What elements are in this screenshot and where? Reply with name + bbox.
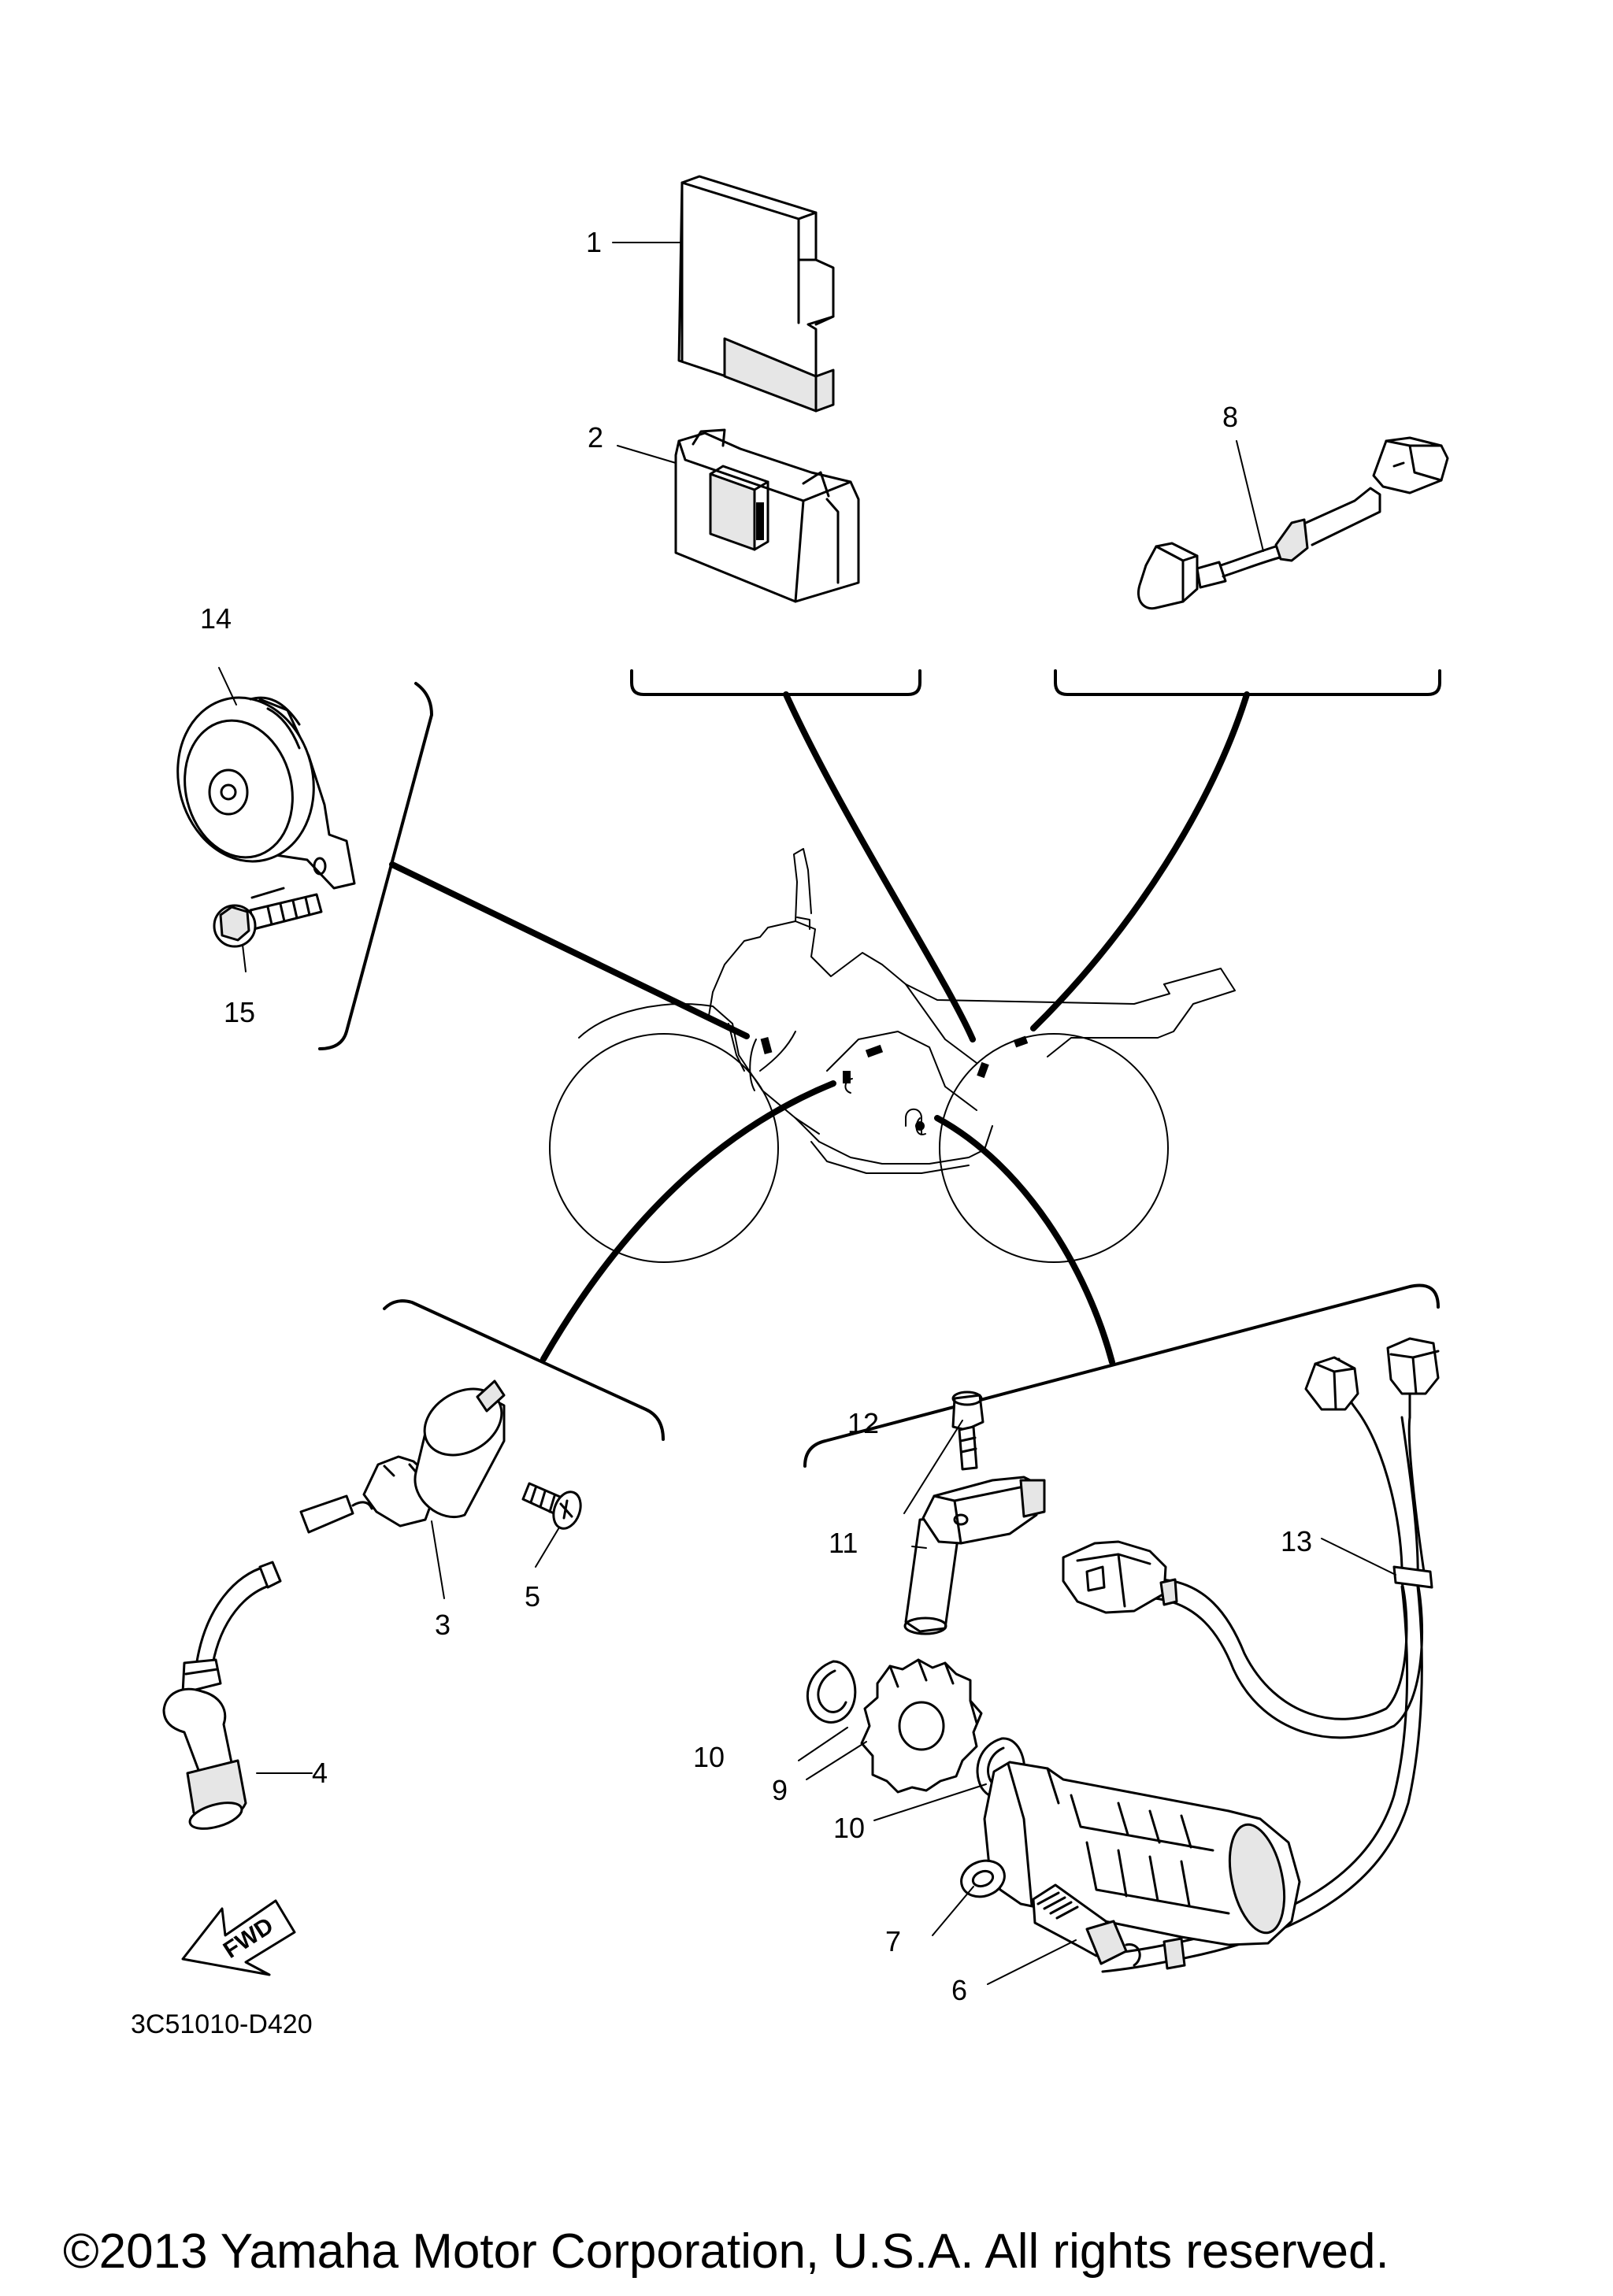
drawing-code: 3C51010-D420: [131, 2009, 313, 2039]
part-bolt-12: [951, 1391, 984, 1471]
callout-3: 3: [435, 1609, 451, 1641]
callout-11: 11: [829, 1527, 858, 1559]
callout-12: 12: [847, 1407, 879, 1439]
part-horn: [176, 696, 356, 890]
callout-2: 2: [588, 421, 603, 454]
callout-8: 8: [1222, 401, 1238, 433]
part-speed-sensor: [903, 1476, 1046, 1635]
callout-1: 1: [586, 226, 602, 258]
copyright-notice: ©2013 Yamaha Motor Corporation, U.S.A. A…: [63, 2224, 1389, 2279]
callout-14: 14: [200, 602, 232, 635]
callout-numbers: 1 2 8 14 15 3 5 4 12 11 13 10 9 10 7 6: [200, 226, 1312, 2006]
group-brackets: [318, 669, 1441, 1468]
fwd-arrow-icon: FWD: [181, 1899, 296, 1976]
callout-9: 9: [772, 1774, 788, 1806]
part-sensor-lead: [1137, 436, 1449, 610]
part-ecu-holder: [674, 428, 860, 603]
shaft-reference: [983, 1761, 1301, 1946]
callout-15: 15: [224, 996, 255, 1028]
callout-13: 13: [1281, 1525, 1312, 1557]
part-ignition-coil: [299, 1379, 506, 1534]
callout-5: 5: [525, 1580, 540, 1613]
callout-4: 4: [312, 1757, 328, 1789]
part-wire-harness: [1062, 1337, 1440, 1973]
part-bolt-15: [213, 887, 323, 948]
part-ecu: [677, 175, 835, 413]
part-screw-5: [521, 1482, 582, 1530]
callout-10-upper: 10: [693, 1741, 725, 1773]
callout-7: 7: [885, 1925, 901, 1957]
part-sensor-rotor: [860, 1658, 983, 1794]
callout-6: 6: [951, 1974, 967, 2006]
part-neutral-switch: [1032, 1883, 1141, 1967]
motorcycle-silhouette: [549, 848, 1236, 1263]
callout-leaders: [218, 242, 1396, 1985]
callout-10-lower: 10: [833, 1812, 865, 1844]
leader-lines: [389, 691, 1250, 1365]
part-spark-plug-cap: [162, 1561, 282, 1830]
